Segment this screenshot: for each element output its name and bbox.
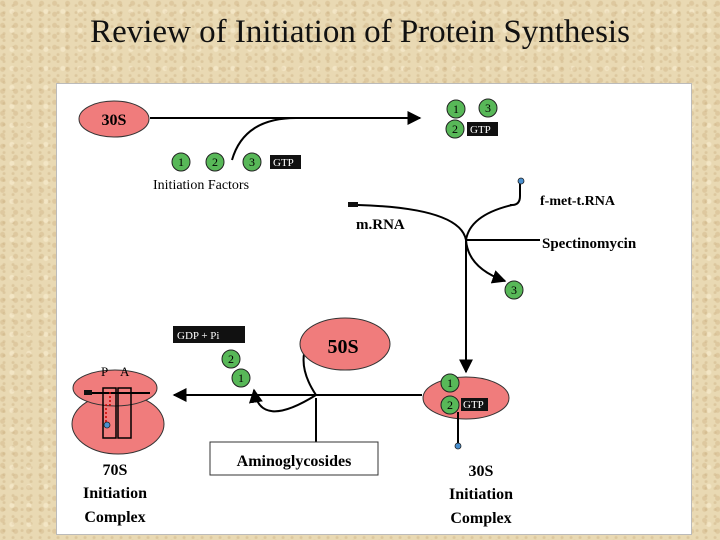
initiation-factors-row: 1 2 3 GTP: [171, 152, 301, 172]
factor-3-free-label: 3: [249, 155, 255, 169]
complex-30s: 1 2 GTP: [422, 373, 510, 450]
gtp-box-complex: [461, 398, 488, 411]
factor-1-free: [171, 152, 191, 172]
label-aminoglycosides: Aminoglycosides: [237, 453, 352, 470]
label-mrna: m.RNA: [356, 217, 405, 233]
factor-1-top-label: 1: [453, 102, 459, 116]
trna-complex-dot: [454, 442, 462, 450]
fmet-trna-hook: [510, 180, 521, 206]
factor-3-released-label: 3: [511, 283, 517, 297]
gtp-complex-label: GTP: [463, 399, 484, 411]
label-spectinomycin: Spectinomycin: [542, 236, 637, 252]
label-30s-complex-3: Complex: [450, 510, 511, 527]
gtp-free-label: GTP: [273, 157, 294, 169]
gdp-pi-box: [173, 326, 245, 343]
factor-2-top: [445, 119, 465, 139]
factor-1-complex-label: 1: [447, 376, 453, 390]
factor-1-free-label: 1: [178, 155, 184, 169]
gtp-box-top: [467, 122, 498, 136]
label-gdp-pi: GDP + Pi: [177, 330, 219, 342]
mrna-join-curve: [357, 204, 467, 241]
label-initiation-factors: Initiation Factors: [153, 178, 249, 193]
label-30s-complex-2: Initiation: [449, 486, 513, 503]
release-factors-arrow: [248, 388, 317, 413]
label-50s: 50S: [327, 336, 358, 358]
trna-join-curve: [465, 204, 513, 241]
a-site-slot: [117, 387, 132, 439]
label-30s-complex-1: 30S: [469, 463, 494, 480]
label-70s-complex-3: Complex: [84, 509, 145, 526]
factor-2-complex-label: 2: [447, 398, 453, 412]
factor-2-released-label: 2: [228, 352, 234, 366]
mrna-strand-end: [348, 202, 358, 207]
factor-3-top: [478, 98, 498, 118]
fmet-trna-dot: [517, 177, 525, 185]
factor-1-released: [231, 368, 251, 388]
label-70s-complex-1: 70S: [103, 462, 128, 479]
p-site-slot: [102, 387, 117, 439]
label-70s-complex-2: Initiation: [83, 485, 147, 502]
label-p-site: P: [101, 364, 108, 379]
complex-70s: [71, 369, 165, 455]
gtp-box-free: [270, 155, 301, 169]
factor-2-free-label: 2: [212, 155, 218, 169]
factor-3-free: [242, 152, 262, 172]
factor-1-top: [446, 99, 466, 119]
slide-title: Review of Initiation of Protein Synthesi…: [90, 14, 630, 50]
aminoglycosides-label-box: [209, 441, 379, 476]
factor-1-complex: [440, 373, 460, 393]
ribosome-30s-top: [78, 100, 150, 138]
label-30s-top: 30S: [102, 112, 127, 129]
factor-2-top-label: 2: [452, 122, 458, 136]
factor-2-free: [205, 152, 225, 172]
factor-1-released-label: 1: [238, 371, 244, 385]
factor-3-released: [504, 280, 524, 300]
factor-3-top-label: 3: [485, 101, 491, 115]
gtp-top-label: GTP: [470, 124, 491, 136]
label-a-site: A: [120, 364, 130, 379]
arrow-factors-join: [231, 117, 297, 161]
trna-70s-dot: [103, 421, 111, 429]
ribosome-50s: [299, 317, 391, 371]
release-factor3-arrow: [465, 239, 507, 284]
label-fmet-trna: f-met-t.RNA: [540, 194, 616, 209]
bound-factors-top: 1 3 2 GTP: [445, 98, 498, 139]
factor-2-released: [221, 349, 241, 369]
factor-2-complex: [440, 395, 460, 415]
mrna-end-70s: [84, 390, 92, 395]
